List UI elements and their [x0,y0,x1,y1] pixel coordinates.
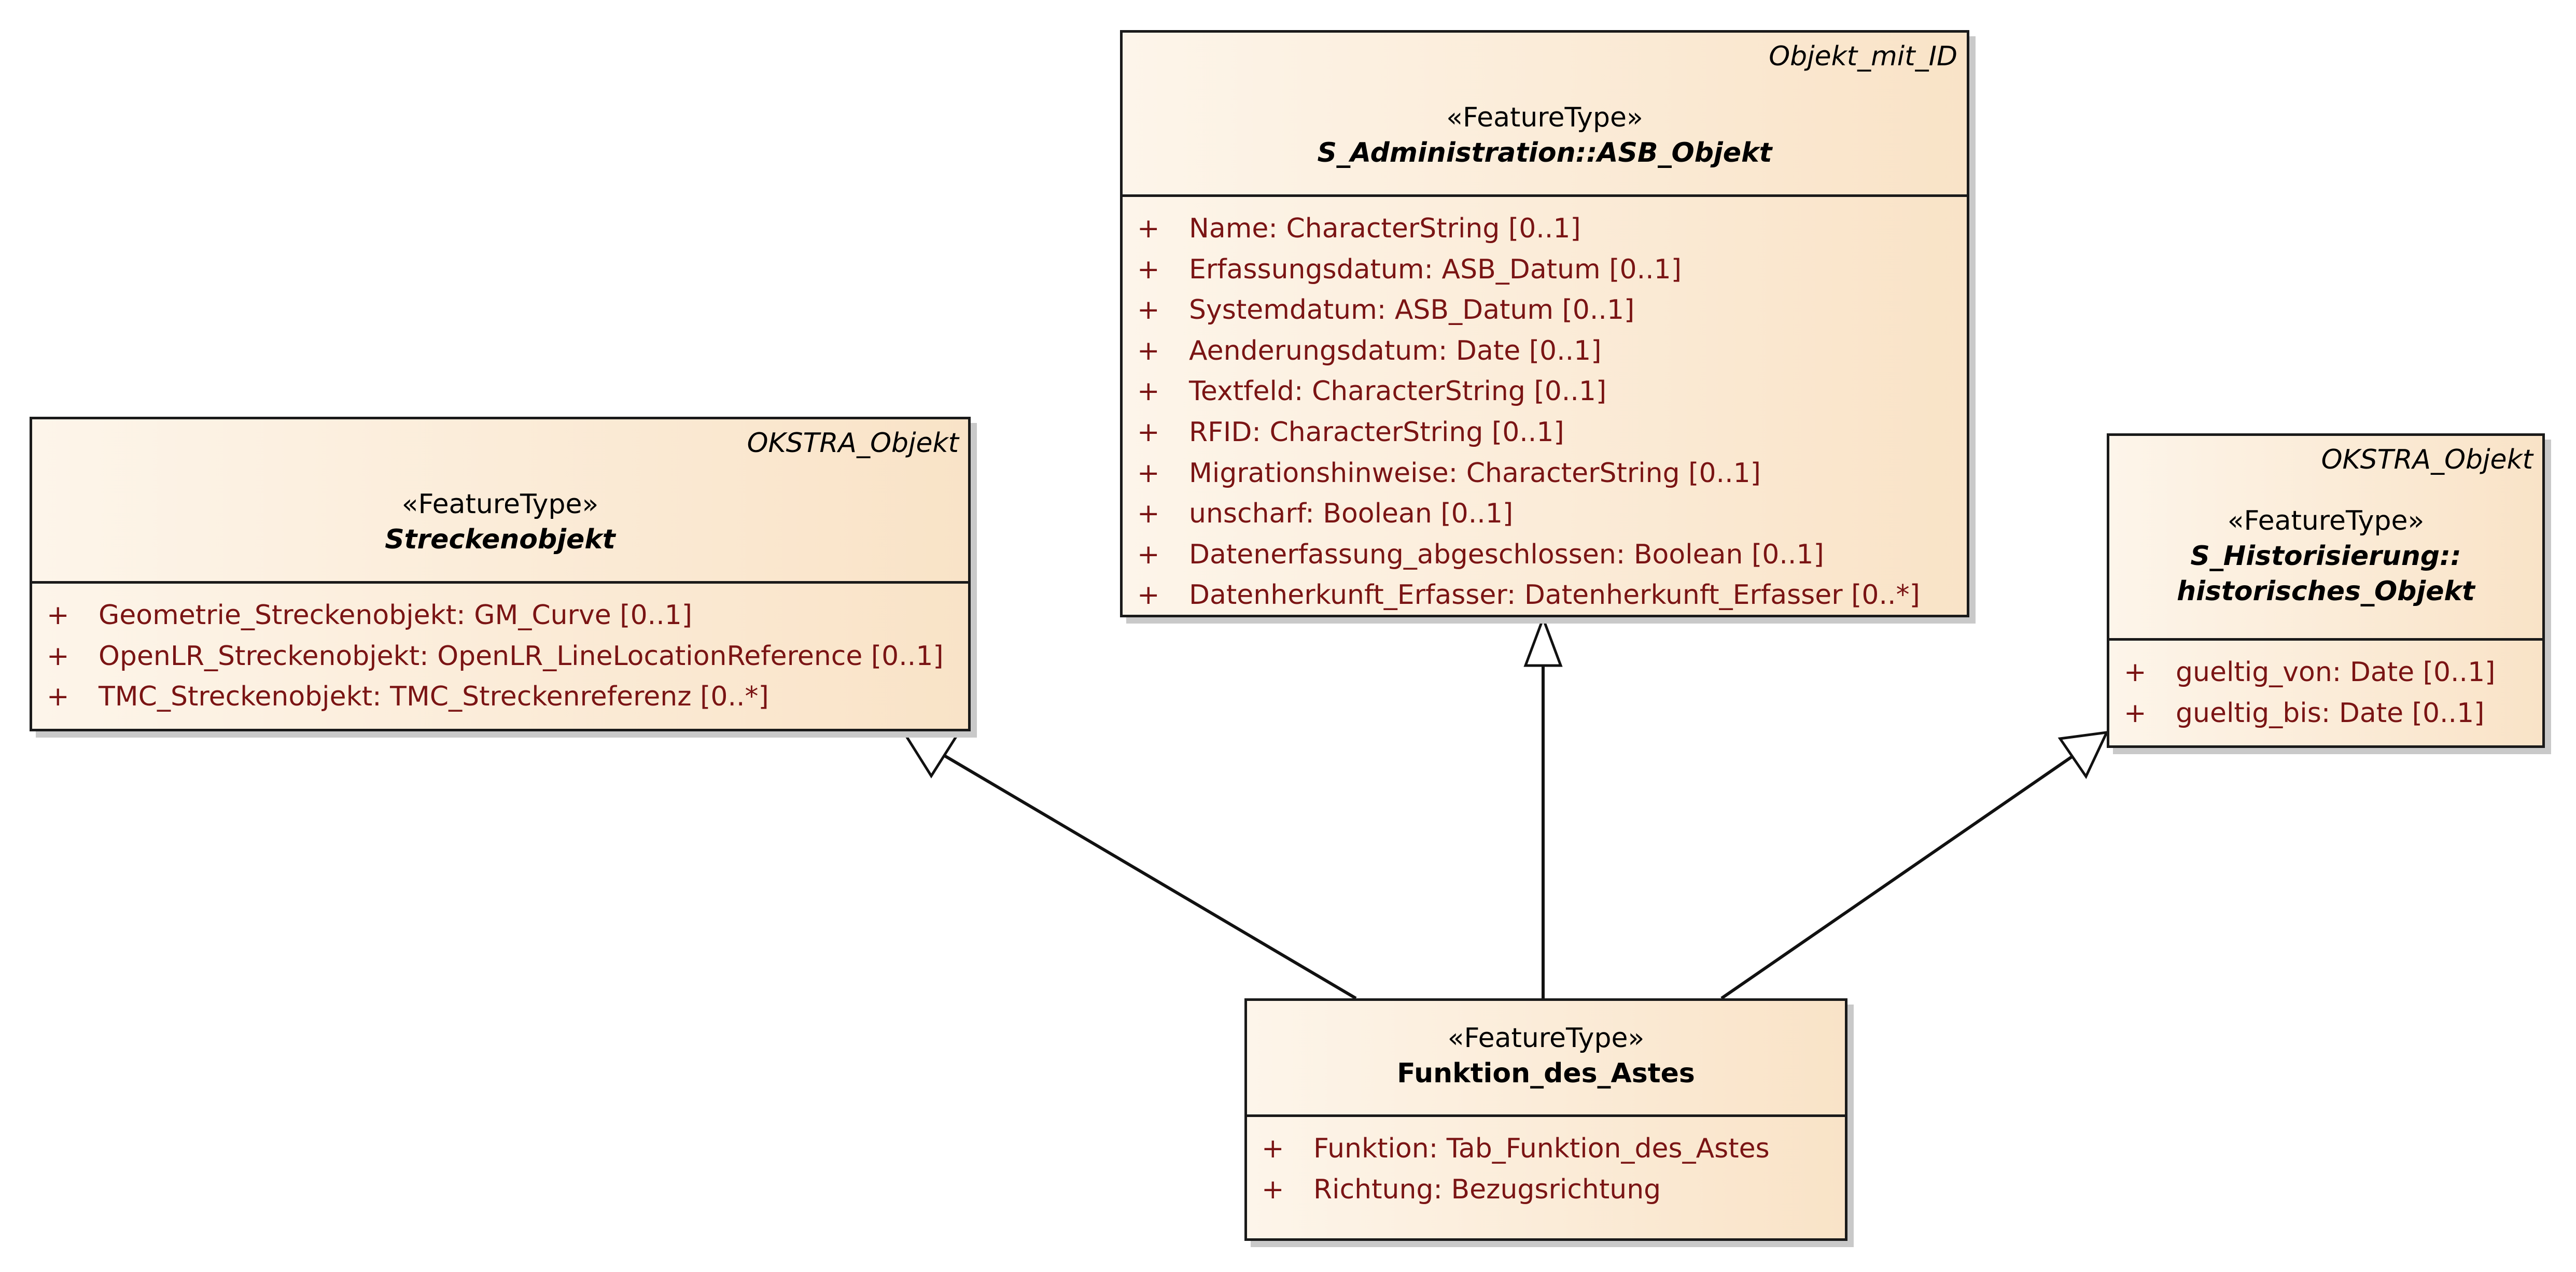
attribute-row[interactable]: + Name: CharacterString [0..1] [1123,208,1967,249]
class-header: «FeatureType» Funktion_des_Astes [1247,1001,1845,1117]
class-header: OKSTRA_Objekt «FeatureType» Streckenobje… [32,419,968,584]
visibility-marker: + [47,640,69,672]
attribute-row[interactable]: + Systemdatum: ASB_Datum [0..1] [1123,290,1967,331]
stereotype-label: «FeatureType» [2227,505,2425,536]
visibility-marker: + [1137,498,1160,530]
attribute-row[interactable]: + gueltig_bis: Date [0..1] [2109,693,2542,734]
parent-class-label: OKSTRA_Objekt [747,428,959,459]
attribute-row[interactable]: + Erfassungsdatum: ASB_Datum [0..1] [1123,249,1967,290]
attribute-compartment: + Funktion: Tab_Funktion_des_Astes + Richt… [1247,1117,1845,1210]
attribute-row[interactable]: + unscharf: Boolean [0..1] [1123,493,1967,534]
visibility-marker: + [1137,376,1160,407]
class-name: Funktion_des_Astes [1397,1058,1695,1089]
stereotype-label: «FeatureType» [401,489,599,520]
class-header: Objekt_mit_ID «FeatureType» S_Administra… [1123,33,1967,197]
attribute-text: Datenherkunft_Erfasser: Datenherkunft_Er… [1189,580,1920,611]
class-name-line-2: historisches_Objekt [2177,576,2475,607]
attribute-row[interactable]: + OpenLR_Streckenobjekt: OpenLR_LineLocat… [32,636,968,677]
class-streckenobjekt[interactable]: OKSTRA_Objekt «FeatureType» Streckenobje… [30,417,971,731]
attribute-row[interactable]: + Richtung: Bezugsrichtung [1247,1169,1845,1210]
attribute-text: gueltig_von: Date [0..1] [2176,657,2496,688]
attribute-row[interactable]: + Textfeld: CharacterString [0..1] [1123,371,1967,412]
visibility-marker: + [1137,457,1160,489]
attribute-row[interactable]: + gueltig_von: Date [0..1] [2109,652,2542,693]
attribute-text: Datenerfassung_abgeschlossen: Boolean [0… [1189,539,1824,570]
attribute-text: TMC_Streckenobjekt: TMC_Streckenreferenz… [99,681,769,713]
attribute-text: RFID: CharacterString [0..1] [1189,416,1564,448]
attribute-row[interactable]: + Migrationshinweise: CharacterString [0.… [1123,453,1967,494]
attribute-text: Funktion: Tab_Funktion_des_Astes [1313,1133,1770,1164]
attribute-compartment: + Name: CharacterString [0..1] + Erfassung… [1123,197,1967,616]
attribute-text: Richtung: Bezugsrichtung [1313,1174,1661,1205]
visibility-marker: + [47,600,69,631]
stereotype-label: «FeatureType» [1446,102,1643,133]
class-funktion-des-astes[interactable]: «FeatureType» Funktion_des_Astes + Funkti… [1244,998,1847,1241]
visibility-marker: + [1137,416,1160,448]
attribute-text: Aenderungsdatum: Date [0..1] [1189,335,1602,366]
class-asb-objekt[interactable]: Objekt_mit_ID «FeatureType» S_Administra… [1120,30,1969,617]
attribute-row[interactable]: + Funktion: Tab_Funktion_des_Astes [1247,1128,1845,1169]
generalization-to-streckenobjekt-arrowhead [901,730,960,779]
visibility-marker: + [47,681,69,713]
visibility-marker: + [1137,213,1160,244]
visibility-marker: + [1137,580,1160,611]
attribute-compartment: + Geometrie_Streckenobjekt: GM_Curve [0..… [32,584,968,717]
class-name: Streckenobjekt [385,524,615,555]
attribute-compartment: + gueltig_von: Date [0..1] + gueltig_bis: … [2109,641,2542,733]
attribute-row[interactable]: + Datenherkunft_Erfasser: Datenherkunft_E… [1123,575,1967,616]
visibility-marker: + [1137,253,1160,285]
generalization-to-asb-objekt-arrowhead [1523,614,1563,667]
attribute-text: Erfassungsdatum: ASB_Datum [0..1] [1189,253,1682,285]
attribute-row[interactable]: + Geometrie_Streckenobjekt: GM_Curve [0..… [32,595,968,636]
attribute-text: OpenLR_Streckenobjekt: OpenLR_LineLocati… [99,640,944,672]
visibility-marker: + [1137,294,1160,326]
parent-class-label: OKSTRA_Objekt [2321,444,2533,475]
attribute-row[interactable]: + Datenerfassung_abgeschlossen: Boolean [… [1123,534,1967,575]
stereotype-label: «FeatureType» [1447,1023,1645,1054]
attribute-text: Textfeld: CharacterString [0..1] [1189,376,1607,407]
attribute-text: gueltig_bis: Date [0..1] [2176,697,2485,729]
attribute-text: Geometrie_Streckenobjekt: GM_Curve [0..1… [99,600,693,631]
class-name: S_Administration::ASB_Objekt [1317,137,1772,168]
attribute-row[interactable]: + Aenderungsdatum: Date [0..1] [1123,331,1967,372]
visibility-marker: + [2124,657,2147,688]
generalization-to-historisches-objekt-line[interactable] [1720,754,2075,1000]
attribute-row[interactable]: + TMC_Streckenobjekt: TMC_Streckenreferen… [32,676,968,717]
attribute-row[interactable]: + RFID: CharacterString [0..1] [1123,412,1967,453]
generalization-to-historisches-objekt-arrowhead [2057,730,2109,780]
visibility-marker: + [2124,697,2147,729]
attribute-text: Systemdatum: ASB_Datum [0..1] [1189,294,1635,326]
attribute-text: Migrationshinweise: CharacterString [0..… [1189,457,1761,489]
visibility-marker: + [1137,335,1160,366]
class-name-line-1: S_Historisierung:: [2190,541,2461,572]
attribute-text: unscharf: Boolean [0..1] [1189,498,1514,530]
visibility-marker: + [1137,539,1160,570]
visibility-marker: + [1262,1133,1284,1164]
parent-class-label: Objekt_mit_ID [1769,41,1957,72]
visibility-marker: + [1262,1174,1284,1205]
attribute-text: Name: CharacterString [0..1] [1189,213,1581,244]
class-historisches-objekt[interactable]: OKSTRA_Objekt «FeatureType» S_Historisie… [2107,433,2545,748]
class-header: OKSTRA_Objekt «FeatureType» S_Historisie… [2109,436,2542,641]
generalization-to-streckenobjekt-line[interactable] [943,754,1357,1000]
